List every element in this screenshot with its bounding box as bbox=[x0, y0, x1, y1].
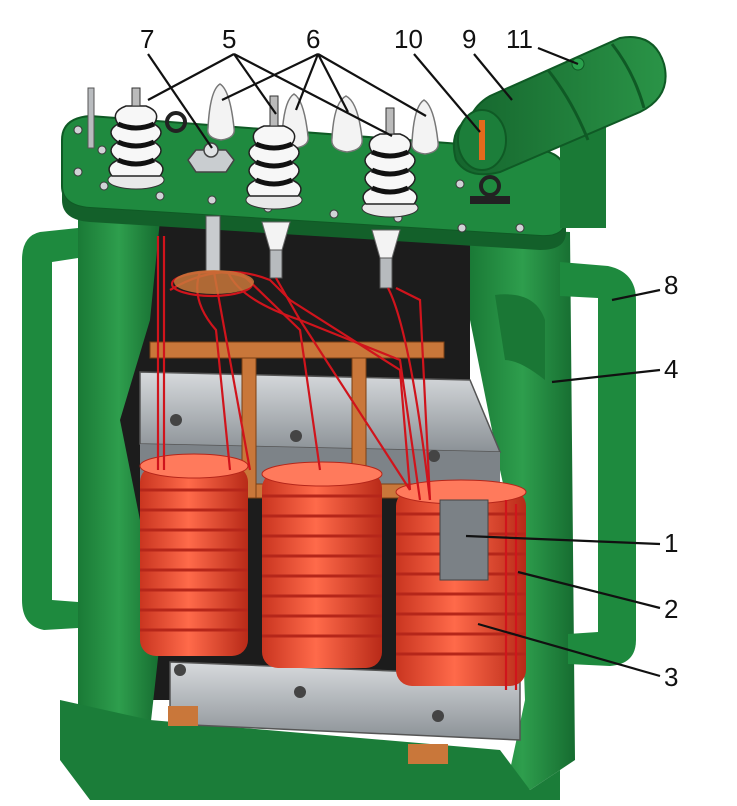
callout-4: 4 bbox=[664, 354, 678, 384]
lifting-eye-left bbox=[165, 111, 187, 133]
callout-9: 9 bbox=[462, 24, 476, 54]
leader-3 bbox=[477, 622, 661, 678]
lead-terminal-plate bbox=[174, 270, 254, 294]
leader-1 bbox=[465, 534, 661, 546]
callout-11: 11 bbox=[506, 24, 533, 54]
left-handle bbox=[22, 228, 78, 630]
low-voltage-bushings bbox=[207, 83, 439, 155]
callout-7: 7 bbox=[140, 24, 154, 54]
tap-changer bbox=[187, 142, 235, 173]
leader-11 bbox=[537, 46, 579, 66]
upper-clamp bbox=[149, 341, 445, 359]
lv-bushing-1 bbox=[207, 83, 235, 141]
leader-5c bbox=[233, 53, 393, 137]
upper-yoke bbox=[139, 371, 502, 453]
conservator bbox=[452, 36, 667, 228]
tank-cover bbox=[61, 87, 567, 250]
thermometer-rod bbox=[87, 87, 95, 149]
right-handle bbox=[560, 262, 636, 666]
leader-5a bbox=[147, 53, 235, 101]
conservator-band-1 bbox=[546, 69, 590, 141]
winding-middle bbox=[261, 461, 383, 668]
callout-10: 10 bbox=[394, 24, 423, 54]
winding-left bbox=[139, 453, 249, 656]
conservator-band-2 bbox=[610, 43, 646, 109]
core-bolts bbox=[170, 414, 444, 722]
leader-4 bbox=[551, 368, 661, 384]
cover-edge bbox=[62, 186, 566, 250]
callout-lines bbox=[147, 46, 661, 678]
foot-left bbox=[168, 706, 198, 726]
callout-labels: 7 5 6 10 9 11 8 4 1 2 3 bbox=[140, 24, 678, 692]
inner-bushing-stems bbox=[205, 215, 401, 289]
leader-7 bbox=[147, 53, 213, 149]
leader-6a bbox=[221, 53, 319, 101]
leader-6b bbox=[294, 53, 320, 111]
leader-9 bbox=[473, 53, 513, 101]
cover-bolts bbox=[73, 125, 525, 233]
callout-8: 8 bbox=[664, 270, 678, 300]
high-voltage-bushings bbox=[107, 87, 419, 218]
lifting-eye-right bbox=[470, 175, 510, 204]
lv-bushing-3 bbox=[331, 95, 363, 153]
callout-3: 3 bbox=[664, 662, 678, 692]
callout-1: 1 bbox=[664, 528, 678, 558]
callout-5: 5 bbox=[222, 24, 236, 54]
oil-level-indicator bbox=[479, 120, 485, 160]
lv-bushing-4 bbox=[411, 99, 439, 155]
callout-6: 6 bbox=[306, 24, 320, 54]
hv-bushing-3 bbox=[361, 107, 419, 218]
leader-6d bbox=[317, 53, 427, 117]
winding-right bbox=[395, 479, 527, 686]
leader-10 bbox=[413, 53, 481, 133]
inner-handle-bracket bbox=[495, 294, 545, 380]
leader-8 bbox=[611, 288, 661, 302]
hv-bushing-1 bbox=[107, 87, 165, 190]
foot-right bbox=[408, 744, 448, 764]
tank-left-wall bbox=[78, 210, 160, 740]
leader-6c bbox=[317, 53, 349, 113]
callout-2: 2 bbox=[664, 594, 678, 624]
active-part bbox=[139, 236, 527, 764]
leader-2 bbox=[517, 570, 661, 610]
